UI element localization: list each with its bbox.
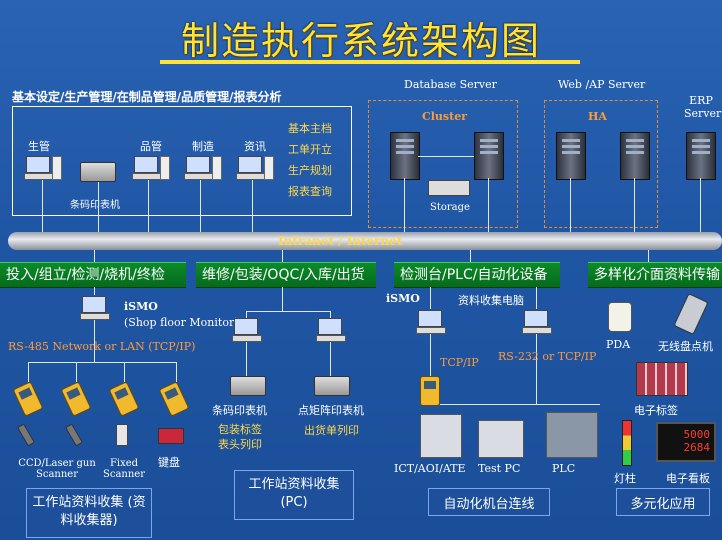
pc-icon	[236, 156, 274, 180]
office-box	[12, 106, 352, 216]
cluster-label: Cluster	[422, 110, 467, 123]
office-function: 基本主档	[288, 122, 332, 135]
keyboard-icon	[158, 428, 184, 444]
pc-icon	[184, 156, 222, 180]
barcode-printer-label: 条码印表机	[212, 404, 267, 417]
electronic-board-label: 电子看板	[666, 472, 710, 485]
pda-label: PDA	[606, 338, 631, 351]
server-icon	[686, 132, 716, 180]
web-server-label: Web /AP Server	[558, 78, 646, 91]
storage-icon	[428, 180, 470, 196]
pc-icon	[80, 296, 110, 320]
process-band: 多样化介面资料传输	[588, 262, 722, 288]
barcode-printer-icon	[230, 376, 266, 396]
ha-box	[544, 100, 658, 228]
summary-box-label: 自动化机台连线	[443, 497, 535, 512]
handheld-terminal-icon	[108, 381, 140, 417]
ismo-title: iSMO	[124, 300, 158, 313]
test-pc-label: Test PC	[478, 462, 521, 475]
plc-label: PLC	[552, 462, 576, 475]
dot-matrix-printer-icon	[314, 376, 350, 396]
office-node-label: 品管	[140, 140, 162, 153]
fixed-scanner-label: Fixed Scanner	[103, 458, 145, 480]
server-icon	[620, 132, 650, 180]
rs232-label: RS-232 or TCP/IP	[498, 350, 597, 363]
office-node-label: 生管	[28, 140, 50, 153]
server-icon	[556, 132, 586, 180]
office-header: 基本设定/生产管理/在制品管理/品质管理/报表分析	[12, 90, 282, 104]
ict-aoi-ate-label: ICT/AOI/ATE	[394, 462, 466, 475]
office-function: 报表查询	[288, 185, 332, 198]
summary-box-label: 工作站资料收集 (PC)	[248, 477, 340, 510]
laser-scanner-icon	[65, 423, 83, 447]
summary-box: 多元化应用	[616, 488, 710, 516]
office-function: 工单开立	[288, 143, 332, 156]
process-band: 检测台/PLC/自动化设备	[394, 262, 560, 288]
pc-icon	[24, 156, 62, 180]
data-collection-pc-label: 资料收集电脑	[458, 294, 524, 307]
summary-box-label: 多元化应用	[630, 497, 696, 512]
pc-icon	[416, 310, 446, 334]
ccd-scanner-label: CCD/Laser gun Scanner	[18, 458, 96, 480]
handheld-terminal-icon	[420, 376, 440, 406]
network-pipe	[8, 232, 722, 250]
handheld-terminal-icon	[60, 381, 92, 417]
server-icon	[390, 132, 420, 180]
barcode-printer-icon	[80, 162, 116, 182]
rs485-label: RS-485 Network or LAN (TCP/IP)	[8, 340, 196, 353]
pc-icon	[522, 310, 552, 334]
database-server-label: Database Server	[404, 78, 497, 91]
server-icon	[474, 132, 504, 180]
handheld-terminal-icon	[12, 381, 44, 417]
office-function: 生产规划	[288, 164, 332, 177]
network-label: Intranet / Internet	[278, 234, 403, 248]
process-band: 维修/包装/OQC/入库/出货	[196, 262, 376, 288]
cluster-box	[368, 100, 518, 228]
electronic-tag-icon	[636, 362, 688, 396]
process-band: 投入/组立/检测/烧机/终检	[0, 262, 186, 288]
erp-server-label: ERP Server	[684, 94, 722, 120]
test-pc-icon	[478, 420, 524, 458]
summary-box: 工作站资料收集 (PC)	[234, 470, 354, 520]
keyboard-label: 键盘	[158, 456, 180, 469]
summary-box: 工作站资料收集 (资料收集器)	[26, 488, 152, 538]
ismo-subtitle: (Shop floor Monitor)	[124, 316, 239, 329]
dot-matrix-printer-note: 出货单列印	[304, 424, 359, 437]
ict-tester-icon	[420, 414, 462, 458]
summary-box: 自动化机台连线	[428, 488, 550, 516]
signal-tower-icon	[622, 420, 632, 466]
tcpip-label: TCP/IP	[440, 356, 479, 369]
title-underline	[160, 60, 580, 64]
ha-label: HA	[588, 110, 607, 123]
signal-tower-label: 灯柱	[614, 472, 636, 485]
office-node-label: 制造	[192, 140, 214, 153]
ccd-scanner-icon	[17, 423, 35, 447]
plc-icon	[546, 412, 598, 458]
page-title: 制造执行系统架构图	[180, 19, 541, 63]
electronic-board-icon: 5000 2684	[656, 422, 716, 462]
office-printer-label: 条码印表机	[70, 200, 120, 211]
electronic-tag-label: 电子标签	[634, 404, 678, 417]
pc-icon	[232, 318, 262, 342]
barcode-printer-note: 包装标签 表头列印	[218, 423, 262, 451]
ismo-title: iSMO	[386, 292, 420, 305]
fixed-scanner-icon	[116, 424, 128, 446]
summary-box-label: 工作站资料收集 (资料收集器)	[32, 495, 146, 528]
pc-icon	[132, 156, 170, 180]
handheld-terminal-icon	[158, 381, 190, 417]
storage-label: Storage	[430, 202, 470, 213]
office-node-label: 资讯	[244, 140, 266, 153]
wireless-scanner-icon	[673, 293, 709, 335]
dot-matrix-printer-label: 点矩阵印表机	[298, 404, 364, 417]
pc-icon	[316, 318, 346, 342]
wireless-scanner-label: 无线盘点机	[658, 340, 713, 353]
pda-icon	[608, 302, 632, 332]
